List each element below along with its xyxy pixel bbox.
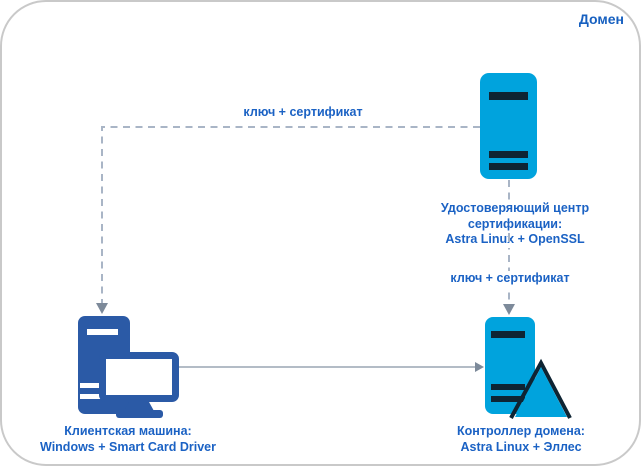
domain-title: Домен	[578, 11, 624, 27]
client-label: Клиентская машина: Windows + Smart Card …	[40, 424, 216, 455]
ca-label-line2: сертификации:	[467, 216, 563, 231]
arrowhead-right-icon	[475, 362, 484, 372]
edge-label-key-certificate-top: ключ + сертификат	[243, 105, 363, 119]
arrowhead-down-icon	[503, 304, 515, 315]
client-label-line2: Windows + Smart Card Driver	[40, 439, 216, 454]
triangle-outline	[509, 358, 572, 419]
client-workstation-icon	[78, 316, 179, 418]
arrow-client-to-dc	[178, 362, 484, 372]
arrowhead-down-icon	[96, 303, 108, 314]
edge-label-key-certificate-right: ключ + сертификат	[448, 271, 572, 287]
ca-label: Удостоверяющий центр сертификации: Astra…	[438, 201, 592, 248]
dc-label-line1: Контроллер домена:	[457, 424, 585, 438]
dash-fragment	[508, 233, 510, 242]
warning-triangle-icon	[515, 367, 567, 417]
ca-label-line1: Удостоверяющий центр	[440, 201, 590, 215]
ca-server-icon	[480, 73, 537, 179]
dc-label: Контроллер домена: Astra Linux + Эллес	[457, 424, 585, 455]
client-label-line1: Клиентская машина:	[64, 424, 192, 438]
dc-label-line2: Astra Linux + Эллес	[460, 439, 582, 454]
ca-label-line3: Astra Linux + OpenSSL	[445, 232, 585, 246]
arrow-ca-to-client	[96, 126, 480, 314]
dc-server-icon	[485, 317, 572, 419]
